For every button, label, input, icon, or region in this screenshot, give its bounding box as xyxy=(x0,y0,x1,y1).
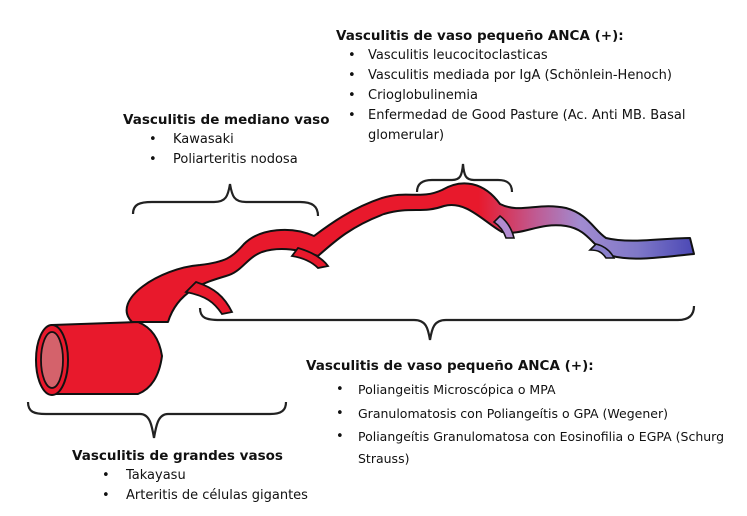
large-vessel-list: Takayasu Arteritis de células gigantes xyxy=(72,466,372,506)
list-item: Kawasaki xyxy=(123,130,363,150)
branch-3 xyxy=(492,214,516,239)
branch-2 xyxy=(290,246,330,269)
bracket-medium xyxy=(131,183,320,217)
list-item: Vasculitis mediada por IgA (Schönlein-He… xyxy=(336,66,736,86)
list-item: Crioglobulinemia xyxy=(336,86,736,106)
medium-vessel-title: Vasculitis de mediano vaso xyxy=(123,112,330,128)
large-vessel-group: Vasculitis de grandes vasos Takayasu Art… xyxy=(72,446,372,506)
branch-1 xyxy=(184,280,234,316)
list-item: Takayasu xyxy=(72,466,372,486)
medium-vessel-list: Kawasaki Poliarteritis nodosa xyxy=(123,130,363,170)
small-vessel-bottom-group: Vasculitis de vaso pequeño ANCA (+): Pol… xyxy=(306,354,726,470)
bracket-large xyxy=(26,401,288,439)
bracket-small-top xyxy=(415,163,514,193)
small-vessel-bottom-list: Poliangeitis Microscópica o MPA Granulom… xyxy=(306,378,726,470)
small-vessel-bottom-title: Vasculitis de vaso pequeño ANCA (+): xyxy=(306,358,594,374)
bracket-small-bottom xyxy=(198,305,696,341)
small-vessel-top-list: Vasculitis leucocitoclasticas Vasculitis… xyxy=(336,46,736,146)
list-item: Poliarteritis nodosa xyxy=(123,150,363,170)
list-item: Poliangeítis Granulomatosa con Eosinofil… xyxy=(306,426,726,470)
list-item: Granulomatosis con Poliangeítis o GPA (W… xyxy=(306,402,726,426)
artery-lumen xyxy=(40,331,64,389)
large-artery xyxy=(51,320,164,395)
small-vessel-top-title: Vasculitis de vaso pequeño ANCA (+): xyxy=(336,28,624,44)
large-vessel-title: Vasculitis de grandes vasos xyxy=(72,448,283,464)
branch-4 xyxy=(588,243,616,259)
list-item: Poliangeitis Microscópica o MPA xyxy=(306,378,726,402)
list-item: Vasculitis leucocitoclasticas xyxy=(336,46,736,66)
list-item: Arteritis de células gigantes xyxy=(72,486,372,506)
small-vessel-top-group: Vasculitis de vaso pequeño ANCA (+): Vas… xyxy=(336,26,736,146)
medium-vessel-group: Vasculitis de mediano vaso Kawasaki Poli… xyxy=(123,110,363,170)
list-item: Enfermedad de Good Pasture (Ac. Anti MB.… xyxy=(336,106,736,146)
